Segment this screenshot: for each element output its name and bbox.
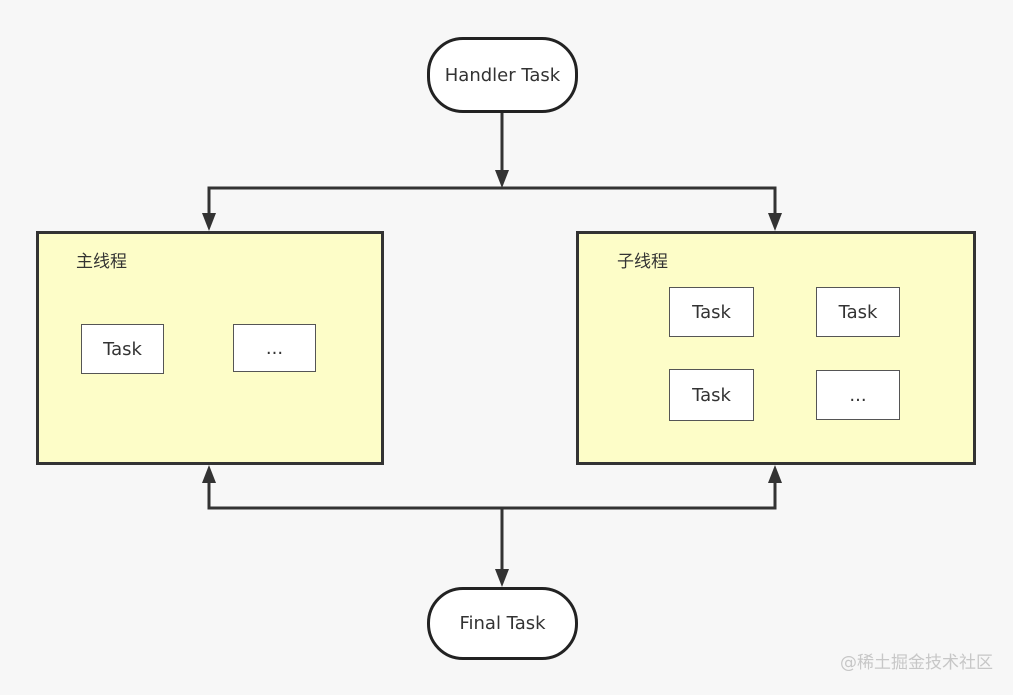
task-label: Task <box>692 384 731 406</box>
task-label: ... <box>849 384 867 406</box>
arrow-head-sub-in <box>768 213 782 231</box>
split-line <box>207 186 777 218</box>
sub-thread-task-4: ... <box>816 370 900 420</box>
arrow-head-split-center <box>495 170 509 188</box>
task-label: Task <box>838 301 878 323</box>
watermark: @稀土掘金技术社区 <box>840 653 993 673</box>
task-label: Task <box>692 301 731 323</box>
main-thread-task-2: ... <box>233 324 316 372</box>
main-thread-container <box>36 231 384 465</box>
task-label: ... <box>265 337 284 359</box>
task-label: Task <box>103 338 142 360</box>
handler-task-label: Handler Task <box>444 64 561 86</box>
arrow-head-main-in <box>202 213 216 231</box>
sub-thread-title: 子线程 <box>617 252 668 272</box>
main-thread-title: 主线程 <box>76 252 127 272</box>
sub-thread-task-2: Task <box>816 287 900 337</box>
arrow-head-main-out <box>202 465 216 483</box>
arrow-head-final <box>495 569 509 587</box>
merge-line <box>207 480 777 510</box>
handler-task-node: Handler Task <box>427 37 578 113</box>
main-thread-task-1: Task <box>81 324 164 374</box>
sub-thread-container <box>576 231 976 465</box>
sub-thread-task-1: Task <box>669 287 754 337</box>
final-task-node: Final Task <box>427 587 578 660</box>
arrow-head-sub-out <box>768 465 782 483</box>
sub-thread-task-3: Task <box>669 369 754 421</box>
final-task-label: Final Task <box>459 613 546 634</box>
